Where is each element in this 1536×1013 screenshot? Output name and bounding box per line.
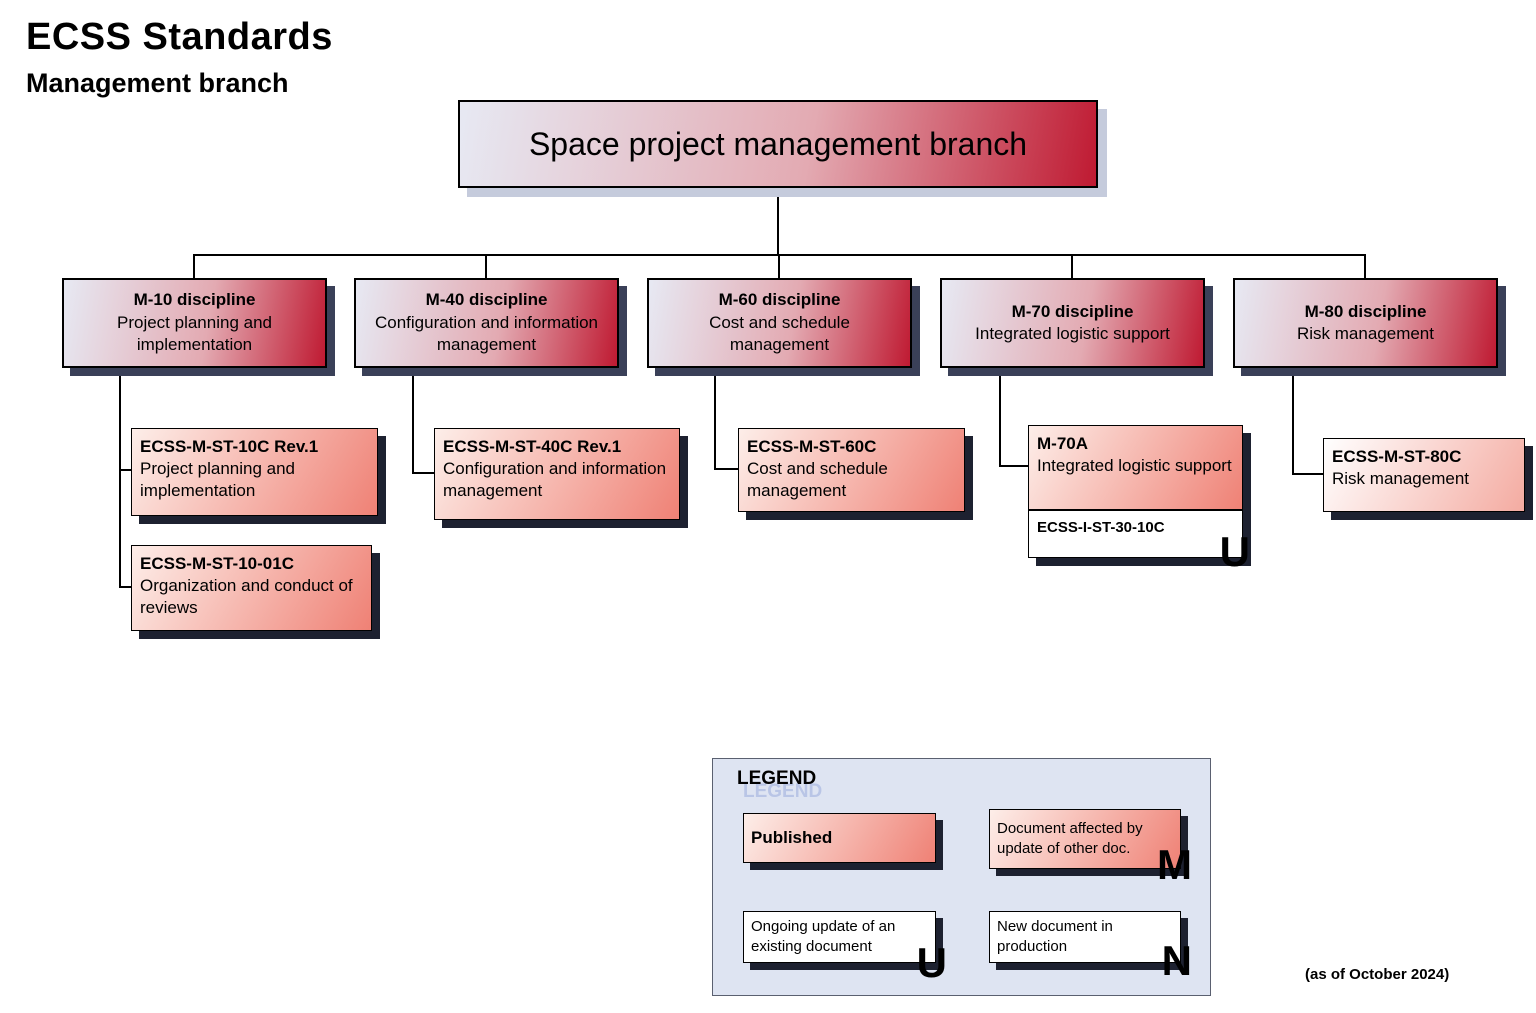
doc-desc: Configuration and information management	[443, 459, 667, 501]
doc-code: ECSS-M-ST-60C	[747, 437, 877, 456]
discipline-title: M-60 discipline	[718, 290, 841, 310]
discipline-desc: Configuration and information management	[374, 312, 599, 355]
doc-code: ECSS-M-ST-10C Rev.1	[140, 437, 319, 456]
doc-code: ECSS-I-ST-30-10C	[1037, 519, 1165, 536]
legend-item-label: Document affected by update of other doc…	[997, 819, 1143, 857]
discipline-desc: Risk management	[1296, 324, 1434, 343]
doc-desc: Organization and conduct of reviews	[140, 576, 353, 618]
status-letter-u: U	[916, 939, 947, 986]
connector-line	[119, 586, 131, 588]
status-letter-m: M	[1157, 841, 1192, 888]
status-letter-n: N	[1161, 937, 1192, 984]
discipline-title: M-70 discipline	[1011, 301, 1134, 321]
doc-node-m-st-10-01c: ECSS-M-ST-10-01C Organization and conduc…	[131, 545, 372, 631]
connector-line	[1292, 367, 1294, 475]
doc-node-m-st-80c: ECSS-M-ST-80C Risk management	[1323, 438, 1525, 512]
doc-node-i-st-30-10c: ECSS-I-ST-30-10C U	[1028, 510, 1250, 573]
discipline-title: M-80 discipline	[1304, 301, 1427, 321]
legend-item-label: Published	[751, 827, 833, 847]
connector-line	[412, 472, 434, 474]
footnote: (as of October 2024)	[1305, 966, 1450, 983]
connector-line	[714, 367, 716, 470]
legend-item-new-document: New document in production N	[989, 911, 1192, 982]
legend-title: LEGEND LEGEND	[737, 768, 897, 808]
doc-code: ECSS-M-ST-10-01C	[140, 554, 294, 573]
doc-node-m-st-10c: ECSS-M-ST-10C Rev.1 Project planning and…	[131, 428, 378, 516]
legend-item-ongoing-update: Ongoing update of an existing document U	[743, 911, 947, 984]
connector-line	[193, 254, 1366, 256]
legend-panel: LEGEND LEGEND Published Document affecte…	[712, 758, 1211, 996]
legend-item-affected: Document affected by update of other doc…	[989, 809, 1192, 886]
discipline-desc: Cost and schedule management	[709, 312, 850, 355]
discipline-title: M-40 discipline	[425, 290, 548, 310]
discipline-node-m40: M-40 discipline Configuration and inform…	[354, 278, 619, 368]
connector-line	[412, 367, 414, 474]
discipline-desc: Integrated logistic support	[975, 324, 1170, 343]
connector-line	[999, 465, 1028, 467]
discipline-node-m70: M-70 discipline Integrated logistic supp…	[940, 278, 1205, 368]
doc-desc: Integrated logistic support	[1037, 456, 1232, 476]
legend-item-label: Ongoing update of an existing document	[751, 917, 896, 955]
root-node: Space project management branch	[458, 100, 1098, 188]
doc-desc: Risk management	[1332, 469, 1470, 489]
status-letter-u: U	[1219, 528, 1250, 575]
legend-item-label: New document in production	[997, 917, 1113, 955]
connector-line	[1292, 473, 1323, 475]
page-subtitle: Management branch	[26, 68, 289, 98]
doc-desc: Cost and schedule management	[747, 459, 888, 501]
root-node-label: Space project management branch	[528, 125, 1028, 162]
connector-line	[1364, 256, 1366, 278]
connector-line	[999, 367, 1001, 467]
connector-line	[119, 367, 121, 588]
connector-line	[119, 469, 131, 471]
doc-node-m-st-40c: ECSS-M-ST-40C Rev.1 Configuration and in…	[434, 428, 680, 520]
connector-line	[777, 188, 779, 256]
doc-desc: Project planning and implementation	[140, 459, 296, 501]
legend-title-shadow: LEGEND	[743, 781, 823, 802]
page-title: ECSS Standards	[26, 16, 333, 58]
discipline-node-m10: M-10 discipline Project planning and imp…	[62, 278, 327, 368]
doc-code: ECSS-M-ST-80C	[1332, 447, 1462, 466]
discipline-title: M-10 discipline	[133, 290, 256, 310]
doc-code: ECSS-M-ST-40C Rev.1	[443, 437, 622, 456]
connector-line	[714, 468, 738, 470]
doc-code: M-70A	[1037, 434, 1089, 453]
doc-node-m-st-60c: ECSS-M-ST-60C Cost and schedule manageme…	[738, 428, 965, 512]
connector-line	[1071, 256, 1073, 278]
discipline-node-m60: M-60 discipline Cost and schedule manage…	[647, 278, 912, 368]
connector-line	[485, 256, 487, 278]
discipline-node-m80: M-80 discipline Risk management	[1233, 278, 1498, 368]
connector-line	[193, 256, 195, 278]
legend-title-text: LEGEND	[737, 768, 817, 789]
legend-item-published: Published	[743, 813, 936, 863]
connector-line	[778, 256, 780, 278]
doc-node-m-70a: M-70A Integrated logistic support	[1028, 425, 1243, 510]
discipline-desc: Project planning and implementation	[116, 312, 272, 355]
